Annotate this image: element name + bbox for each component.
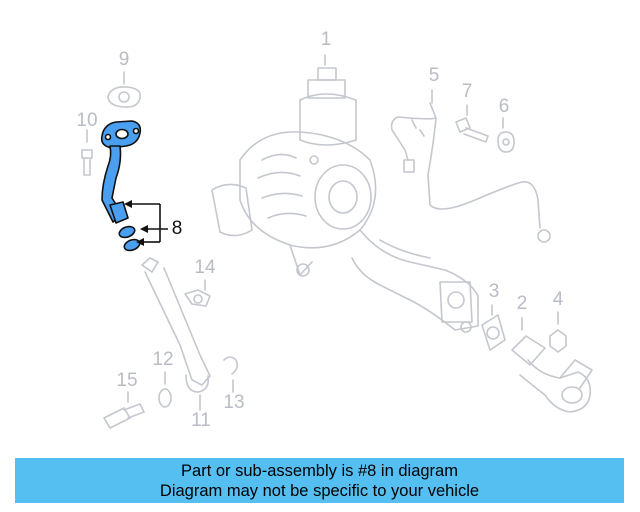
seal-ring-lower (123, 238, 141, 252)
callout-6: 6 (498, 96, 510, 117)
flange-hole-center (115, 128, 129, 140)
turbocharger-part-1 (211, 54, 479, 333)
callout-10: 10 (76, 110, 98, 131)
callout-1: 1 (320, 29, 332, 50)
diagram-note-banner: Part or sub-assembly is #8 in diagram Di… (15, 458, 624, 503)
callout-12: 12 (152, 349, 174, 370)
callout-2: 2 (516, 293, 528, 314)
callout-13: 13 (223, 392, 245, 413)
return-pipe-part-11 (141, 257, 211, 411)
bolt-part-7 (455, 104, 489, 143)
callout-11: 11 (191, 410, 211, 431)
parts-diagram (81, 54, 593, 429)
washer-part-6 (497, 117, 515, 153)
callout-5: 5 (428, 65, 440, 86)
callout-15: 15 (116, 370, 138, 391)
highlighted-part-8 (100, 120, 142, 252)
banner-line-disclaimer: Diagram may not be specific to your vehi… (159, 482, 480, 500)
gasket-part-3 (481, 304, 506, 351)
callout-9: 9 (118, 49, 130, 70)
callout-3: 3 (488, 281, 500, 302)
flange-hole-right (132, 127, 140, 135)
clip-part-13 (223, 356, 239, 393)
nut-part-4 (549, 311, 567, 353)
callout-8: 8 (171, 218, 183, 239)
seal-ring-upper (118, 225, 136, 239)
oil-feed-pipe (101, 145, 123, 223)
o-ring-part-12 (158, 371, 172, 408)
gasket-part-9 (107, 71, 142, 108)
banner-line-part-number: Part or sub-assembly is #8 in diagram (181, 462, 458, 480)
callout-14: 14 (194, 257, 216, 278)
bolt-part-14 (184, 279, 211, 307)
downpipe-part-2 (511, 317, 593, 413)
callout-4: 4 (552, 289, 564, 310)
oil-line-part-5 (390, 89, 551, 243)
callout-7: 7 (461, 81, 473, 102)
bolt-part-10 (81, 129, 93, 176)
flange-hole-left (104, 133, 112, 141)
banjo-bolt-part-15 (103, 391, 145, 429)
callout-8-leader (124, 200, 168, 246)
pipe-end-fitting (109, 201, 129, 224)
